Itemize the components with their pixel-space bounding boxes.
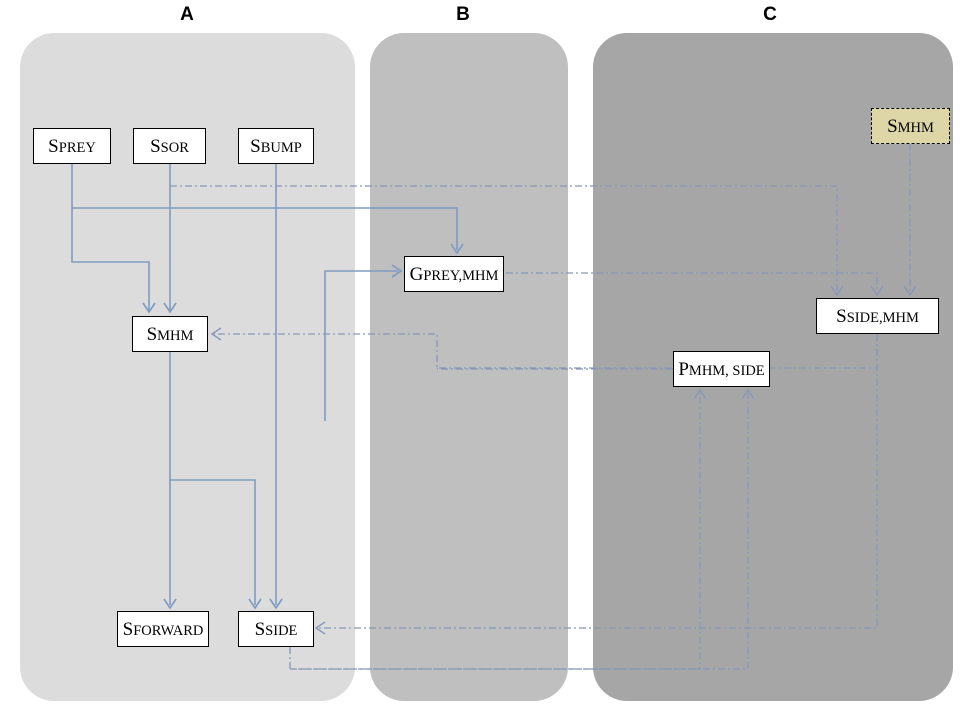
node-label-base: S xyxy=(250,135,261,157)
node-label-subscript: SIDE,MHM xyxy=(846,309,919,326)
node-label-base: S xyxy=(150,135,161,157)
panel-label-b: B xyxy=(456,4,470,25)
node-s-sor[interactable]: SSOR xyxy=(133,128,206,164)
node-label-base: S xyxy=(146,323,158,345)
node-label: PMHM, SIDE xyxy=(678,360,764,379)
arrow-into-p-mhm-side-1 xyxy=(693,388,707,400)
node-s-bump[interactable]: SBUMP xyxy=(238,128,314,164)
arrow-into-s-side-mhm-1 xyxy=(830,285,844,297)
arrow-into-s-side-right xyxy=(269,598,283,610)
edge-gprey-to-sside-mhm xyxy=(506,272,878,292)
node-label-subscript: PREY,MHM xyxy=(423,267,499,284)
edge-s-mhm-down-split xyxy=(169,352,256,605)
node-label-base: S xyxy=(254,618,266,640)
node-label: SPREY xyxy=(48,137,96,156)
node-label: SSOR xyxy=(150,137,189,156)
edge-sbump-feedback-to-sside-mhm xyxy=(170,185,838,292)
node-p-mhm-side[interactable]: PMHM, SIDE xyxy=(673,351,770,387)
node-label-subscript: MHM xyxy=(157,327,194,344)
node-label: SFORWARD xyxy=(123,620,204,639)
arrow-into-g-prey-mhm xyxy=(450,243,464,255)
node-label-base: G xyxy=(409,263,424,285)
node-s-mhm-c[interactable]: SMHM xyxy=(871,108,950,144)
node-label: SMHM xyxy=(887,117,934,136)
node-label: SSIDE,MHM xyxy=(836,307,919,326)
node-s-prey[interactable]: SPREY xyxy=(33,128,111,164)
node-label-subscript: MHM xyxy=(897,119,934,136)
node-label-subscript: SIDE xyxy=(265,622,298,639)
arrowhead-group xyxy=(142,243,917,635)
panel-c xyxy=(593,33,953,701)
arrow-into-s-side-mhm-3 xyxy=(903,285,917,297)
node-label-subscript: FORWARD xyxy=(133,622,204,639)
node-g-prey-mhm[interactable]: GPREY,MHM xyxy=(404,256,504,292)
panel-label-c: C xyxy=(763,4,777,25)
dashed-edge-group xyxy=(170,144,911,670)
edge-sside-branch-to-pmhm-side xyxy=(290,393,701,670)
node-label-base: S xyxy=(836,305,847,327)
edge-s-prey-to-s-mhm xyxy=(71,164,150,310)
node-label-base: S xyxy=(122,618,134,640)
arrow-into-s-mhm-a-left xyxy=(142,302,156,314)
node-label-subscript: PREY xyxy=(58,139,96,156)
edge-s-prey-branch-to-gprey xyxy=(72,207,458,250)
node-label: SMHM xyxy=(147,325,194,344)
node-label-subscript: BUMP xyxy=(260,139,302,156)
arrow-into-s-mhm-a-dashed xyxy=(210,327,222,341)
panel-label-a: A xyxy=(180,4,194,25)
edge-sside-mhm-to-sside xyxy=(318,334,878,629)
arrow-into-s-side-dashed xyxy=(314,621,326,635)
node-label: SSIDE xyxy=(255,620,298,639)
edge-s-mhm-to-gprey xyxy=(324,270,398,421)
node-label-base: S xyxy=(48,135,59,157)
node-label-subscript: MHM, SIDE xyxy=(688,362,765,379)
arrow-into-s-side-left xyxy=(248,598,262,610)
node-label: GPREY,MHM xyxy=(410,265,499,284)
node-label: SBUMP xyxy=(250,137,302,156)
node-s-mhm-a[interactable]: SMHM xyxy=(132,316,208,352)
node-label-base: P xyxy=(678,358,689,380)
arrow-into-p-mhm-side-2 xyxy=(741,388,755,400)
panel-b xyxy=(370,33,568,701)
node-s-side[interactable]: SSIDE xyxy=(238,611,314,647)
arrow-into-g-prey-left xyxy=(391,264,403,278)
arrow-into-s-side-mhm-2 xyxy=(870,285,884,297)
node-label-base: S xyxy=(887,115,898,137)
arrow-into-s-forward xyxy=(163,598,177,610)
node-s-side-mhm[interactable]: SSIDE,MHM xyxy=(816,298,939,334)
arrow-into-s-mhm-a-right xyxy=(163,302,177,314)
node-s-forward[interactable]: SFORWARD xyxy=(117,611,209,647)
edge-sside-mhm-to-smhm-a xyxy=(214,333,878,369)
node-label-subscript: SOR xyxy=(160,139,189,156)
solid-edge-group xyxy=(71,164,458,605)
